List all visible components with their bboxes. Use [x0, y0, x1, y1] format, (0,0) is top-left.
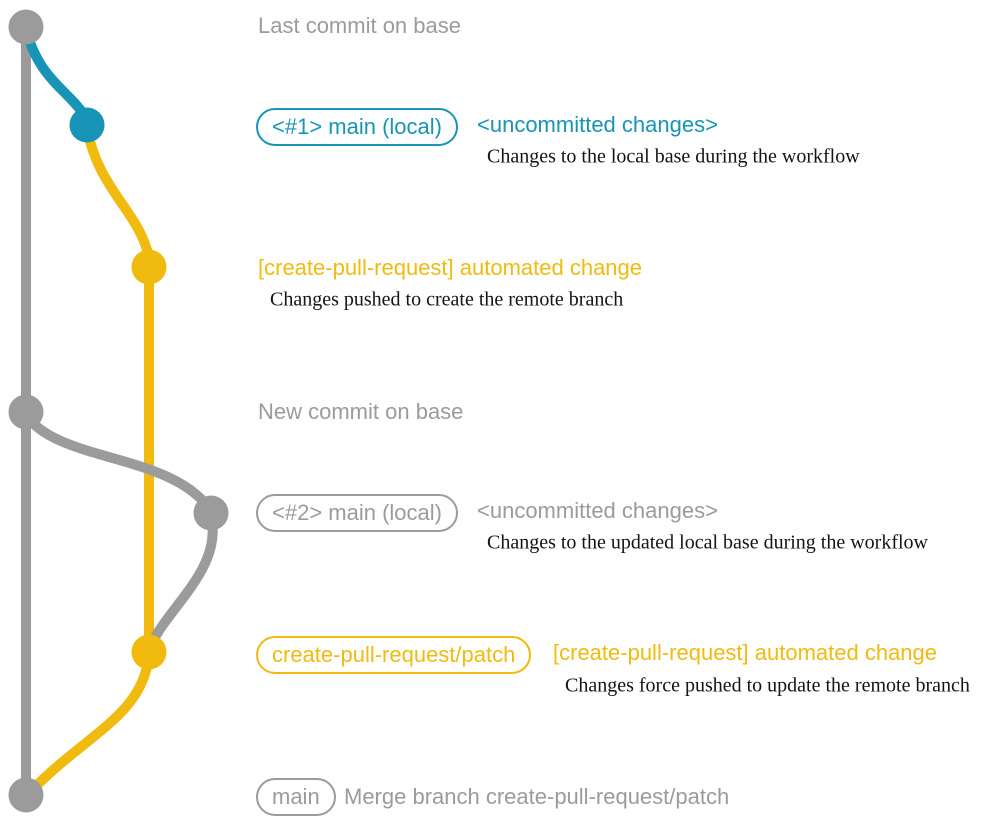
updated-local-branch-out-line: [21, 410, 214, 513]
commit-message-last-base: Last commit on base: [258, 13, 461, 38]
commit-graph: [8, 9, 229, 813]
commit-message-local-main-2: <uncommitted changes>: [477, 498, 718, 523]
annotation-automated-2: Changes force pushed to update the remot…: [565, 674, 970, 697]
commit-message-new-base: New commit on base: [258, 399, 464, 424]
patch-merge-line: [27, 650, 154, 795]
annotation-local-main-1: Changes to the local base during the wor…: [487, 145, 860, 168]
commit-dot-merge: [8, 777, 44, 813]
branch-badge-local-main-2: <#2> main (local): [256, 494, 458, 532]
local-main-branch-line: [21, 25, 90, 121]
commit-message-local-main-1: <uncommitted changes>: [477, 112, 718, 137]
annotation-local-main-2: Changes to the updated local base during…: [487, 531, 928, 554]
commit-dot-automated-2: [131, 634, 167, 670]
commit-dot-new-base: [8, 394, 44, 430]
commit-dot-last-base: [8, 9, 44, 45]
commit-message-automated-1: [create-pull-request] automated change: [258, 255, 643, 280]
commit-message-merge: Merge branch create-pull-request/patch: [344, 784, 730, 809]
updated-local-merge-line: [146, 511, 218, 650]
branch-badge-local-main-1: <#1> main (local): [256, 108, 458, 146]
commit-message-automated-2: [create-pull-request] automated change: [553, 640, 938, 665]
branch-badge-main: main: [256, 778, 336, 816]
commit-dot-local-main-1: [69, 107, 105, 143]
patch-branch-out-line: [82, 123, 154, 263]
annotation-automated-1: Changes pushed to create the remote bran…: [270, 288, 624, 311]
commit-dot-automated-1: [131, 249, 167, 285]
branch-badge-patch: create-pull-request/patch: [256, 636, 532, 674]
commit-dot-local-main-2: [193, 495, 229, 531]
